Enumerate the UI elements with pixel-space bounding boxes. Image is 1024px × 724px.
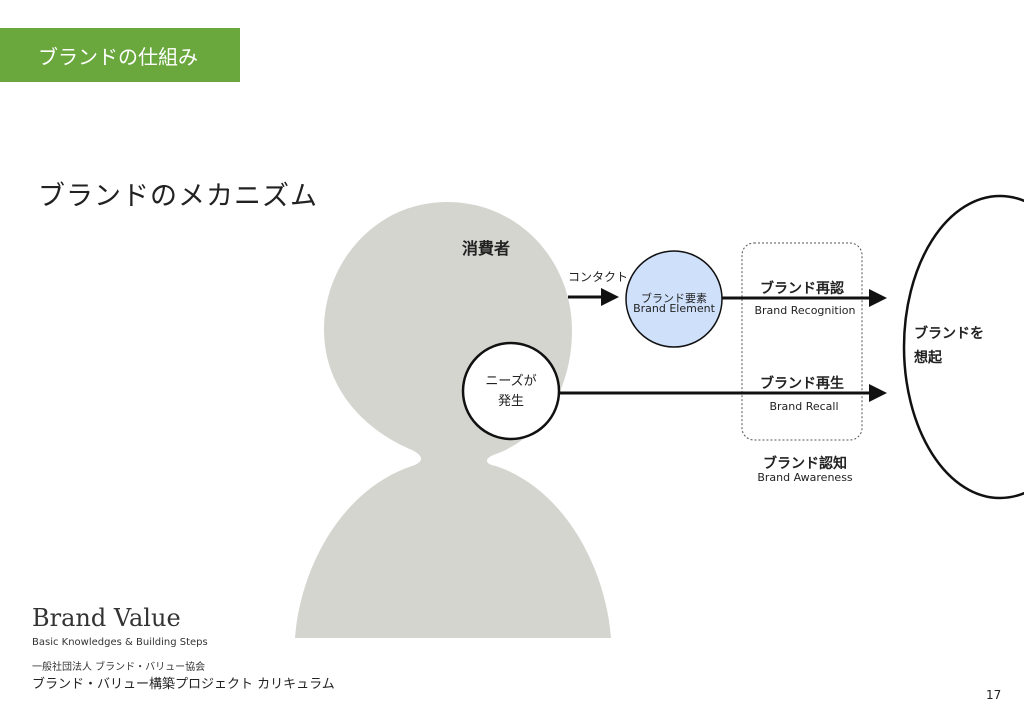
needs-label-line2: 発生: [497, 394, 524, 409]
awareness-label-ja: ブランド認知: [763, 456, 847, 472]
brand-value-subtitle: Basic Knowledges & Building Steps: [32, 637, 208, 648]
recall-label-en: Brand Recall: [769, 400, 839, 413]
recognition-label-ja: ブランド再認: [760, 281, 844, 297]
footer-project-title: ブランド・バリュー構築プロジェクト カリキュラム: [32, 677, 335, 692]
brand-awareness-box: [741, 242, 863, 441]
consumer-label: 消費者: [462, 239, 511, 258]
page-number: 17: [986, 688, 1002, 702]
page-title: ブランドのメカニズム: [38, 181, 318, 212]
brand-evoke-ellipse: [902, 194, 1024, 500]
evoke-label: ブランドを 想起: [914, 322, 984, 370]
recall-label-ja: ブランド再生: [760, 376, 844, 392]
evoke-label-line2: 想起: [914, 350, 942, 366]
brand-element-label-ja: ブランド要素: [641, 292, 707, 305]
awareness-label-en: Brand Awareness: [757, 471, 853, 484]
needs-circle: [461, 341, 561, 441]
section-header-tab: ブランドの仕組み: [0, 28, 240, 82]
needs-label-line1: ニーズが: [485, 374, 537, 389]
contact-label: コンタクト: [568, 270, 629, 284]
section-title: ブランドの仕組み: [38, 44, 198, 69]
recognition-label-en: Brand Recognition: [754, 304, 856, 317]
brand-value-logo: Brand Value: [32, 604, 181, 632]
consumer-silhouette: [295, 202, 611, 638]
brand-element-label-en: Brand Element: [633, 302, 715, 315]
needs-label: ニーズが 発生: [463, 372, 559, 412]
evoke-label-line1: ブランドを: [914, 326, 984, 342]
footer-organization: 一般社団法人 ブランド・バリュー協会: [32, 662, 206, 673]
